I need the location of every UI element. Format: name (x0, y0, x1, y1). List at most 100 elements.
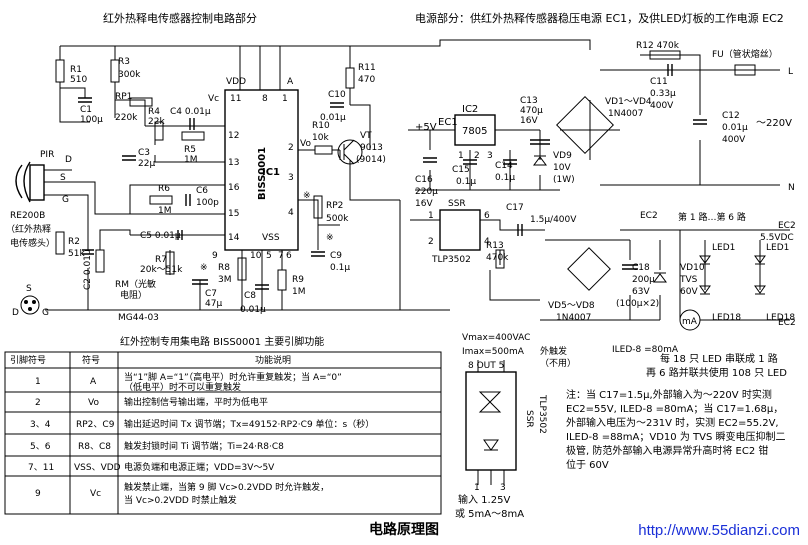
C9-capacitor: C9 0.1μ ※ (311, 233, 350, 273)
svg-text:C8: C8 (244, 291, 256, 301)
svg-text:220k: 220k (115, 113, 138, 123)
svg-text:LED18: LED18 (766, 313, 795, 323)
svg-text:VD1～VD4: VD1～VD4 (605, 97, 652, 107)
svg-text:D: D (65, 155, 72, 165)
svg-text:ILED-8 =80mA: ILED-8 =80mA (612, 345, 679, 355)
svg-text:300k: 300k (118, 70, 141, 80)
svg-text:Vc: Vc (208, 94, 219, 104)
R5-resistor: R5 1M (181, 131, 205, 165)
svg-text:47μ: 47μ (205, 299, 222, 309)
svg-text:C7: C7 (205, 289, 217, 299)
svg-text:SSR: SSR (524, 410, 534, 428)
svg-text:60V: 60V (680, 287, 698, 297)
design-note: 注：当 C17=1.5μ,外部输入为～220V 时实测 EC2=55V, ILE… (566, 388, 785, 471)
svg-text:470μ: 470μ (520, 106, 543, 116)
svg-text:100μ: 100μ (80, 115, 103, 125)
R11-resistor: R11 470 (345, 63, 376, 89)
svg-text:Vo: Vo (300, 139, 311, 149)
svg-text:1: 1 (282, 94, 288, 104)
svg-text:※: ※ (326, 233, 334, 243)
svg-text:12: 12 (228, 131, 239, 141)
svg-text:0.1μ: 0.1μ (330, 263, 350, 273)
svg-text:R12 470k: R12 470k (636, 41, 680, 51)
ssr-detail: Vmax=400VAC Imax=500mA 8 OUT 5 外触发 （不用） … (455, 333, 576, 520)
svg-text:VT: VT (360, 131, 372, 141)
R4-resistor: R4 22k (148, 107, 165, 141)
svg-text:13: 13 (228, 158, 239, 168)
svg-text:Vc: Vc (90, 489, 101, 499)
svg-text:或 5mA～8mA: 或 5mA～8mA (455, 508, 524, 520)
svg-text:R7: R7 (155, 255, 167, 265)
svg-text:5: 5 (266, 251, 272, 261)
svg-text:11: 11 (230, 94, 241, 104)
svg-text:(1W): (1W) (553, 175, 575, 185)
svg-text:C11: C11 (650, 77, 668, 87)
svg-text:220μ: 220μ (415, 187, 438, 197)
svg-text:第 1 路…第 6 路: 第 1 路…第 6 路 (678, 211, 746, 223)
svg-text:TLP3502: TLP3502 (537, 394, 547, 434)
svg-text:7805: 7805 (462, 126, 487, 137)
led-note-1: 每 18 只 LED 串联成 1 路 (660, 352, 778, 365)
svg-text:FU（管状熔丝）: FU（管状熔丝） (712, 48, 778, 60)
R1-resistor: R1 510 (55, 59, 87, 85)
VD9-zener: VD9 10V (1W) (533, 151, 575, 185)
svg-text:R2: R2 (68, 237, 80, 247)
FU-fuse: FU（管状熔丝） L N (712, 48, 795, 193)
IC1-biss0001: VDD Vc A Vo VSS IC1 BISS0001 11 8 1 12 1… (208, 77, 311, 261)
svg-text:C3: C3 (138, 148, 150, 158)
svg-text:3: 3 (500, 483, 506, 493)
svg-text:输出延迟时间 Tx 调节端；Tx=49152·RP2·C9: 输出延迟时间 Tx 调节端；Tx=49152·RP2·C9 单位：s（秒） (124, 418, 374, 430)
svg-text:D: D (12, 308, 19, 318)
svg-text:4: 4 (288, 208, 294, 218)
svg-text:3M: 3M (218, 275, 232, 285)
C5-capacitor: C5 0.01μ (140, 230, 183, 241)
svg-text:0.01μ: 0.01μ (240, 305, 266, 315)
svg-text:※: ※ (303, 191, 311, 201)
svg-text:C5 0.01μ: C5 0.01μ (140, 231, 181, 241)
watermark: http://www.55dianzi.com (638, 522, 800, 539)
svg-text:9013: 9013 (360, 143, 383, 153)
svg-text:LED1: LED1 (712, 243, 735, 253)
svg-text:C1: C1 (80, 105, 92, 115)
svg-text:RM（光敏: RM（光敏 (115, 278, 156, 290)
svg-text:14: 14 (228, 233, 240, 243)
svg-text:SSR: SSR (448, 199, 466, 209)
led-note-2: 再 6 路并联共使用 108 只 LED (646, 366, 787, 379)
C16-capacitor: C16 220μ 16V (415, 157, 438, 209)
R6-resistor: R6 1M (149, 184, 173, 216)
svg-text:※: ※ (200, 263, 208, 273)
svg-text:VSS: VSS (262, 233, 280, 243)
svg-text:R9: R9 (292, 275, 304, 285)
svg-text:C10: C10 (328, 90, 346, 100)
svg-text:C9: C9 (330, 251, 342, 261)
svg-text:G: G (62, 195, 69, 205)
svg-text:RP2、C9: RP2、C9 (76, 420, 115, 430)
svg-text:1N4007: 1N4007 (556, 313, 591, 323)
power-wiring (399, 39, 790, 321)
svg-text:C2 0.01μ: C2 0.01μ (83, 249, 93, 290)
svg-text:16: 16 (228, 183, 240, 193)
svg-text:C6: C6 (196, 186, 208, 196)
svg-text:1M: 1M (158, 206, 172, 216)
svg-text:2: 2 (288, 143, 294, 153)
svg-text:TLP3502: TLP3502 (431, 255, 471, 265)
C15-capacitor: C15 0.1μ (452, 159, 477, 187)
pir-pin-legend: S D G (12, 284, 49, 318)
svg-text:10: 10 (250, 251, 262, 261)
table-title: 红外控制专用集电路 BISS0001 主要引脚功能 (120, 335, 324, 348)
svg-text:1: 1 (458, 151, 464, 161)
svg-text:A: A (90, 377, 97, 387)
C14-capacitor: C14 0.1μ (495, 159, 517, 183)
R13-resistor: R13 470k (486, 241, 509, 269)
svg-text:16V: 16V (520, 116, 538, 126)
svg-text:8 OUT 5: 8 OUT 5 (468, 361, 504, 371)
svg-text:22μ: 22μ (138, 159, 155, 169)
VD1-VD4-bridge: VD1～VD4 1N4007 (556, 96, 652, 154)
svg-text:1: 1 (35, 377, 41, 387)
svg-text:9: 9 (35, 489, 41, 499)
ec1-label: EC1 (438, 117, 458, 128)
svg-text:0.1μ: 0.1μ (495, 173, 515, 183)
svg-text:6: 6 (286, 251, 292, 261)
RM-photoresistor: RM（光敏 电阻） MG44-03 (95, 249, 159, 323)
